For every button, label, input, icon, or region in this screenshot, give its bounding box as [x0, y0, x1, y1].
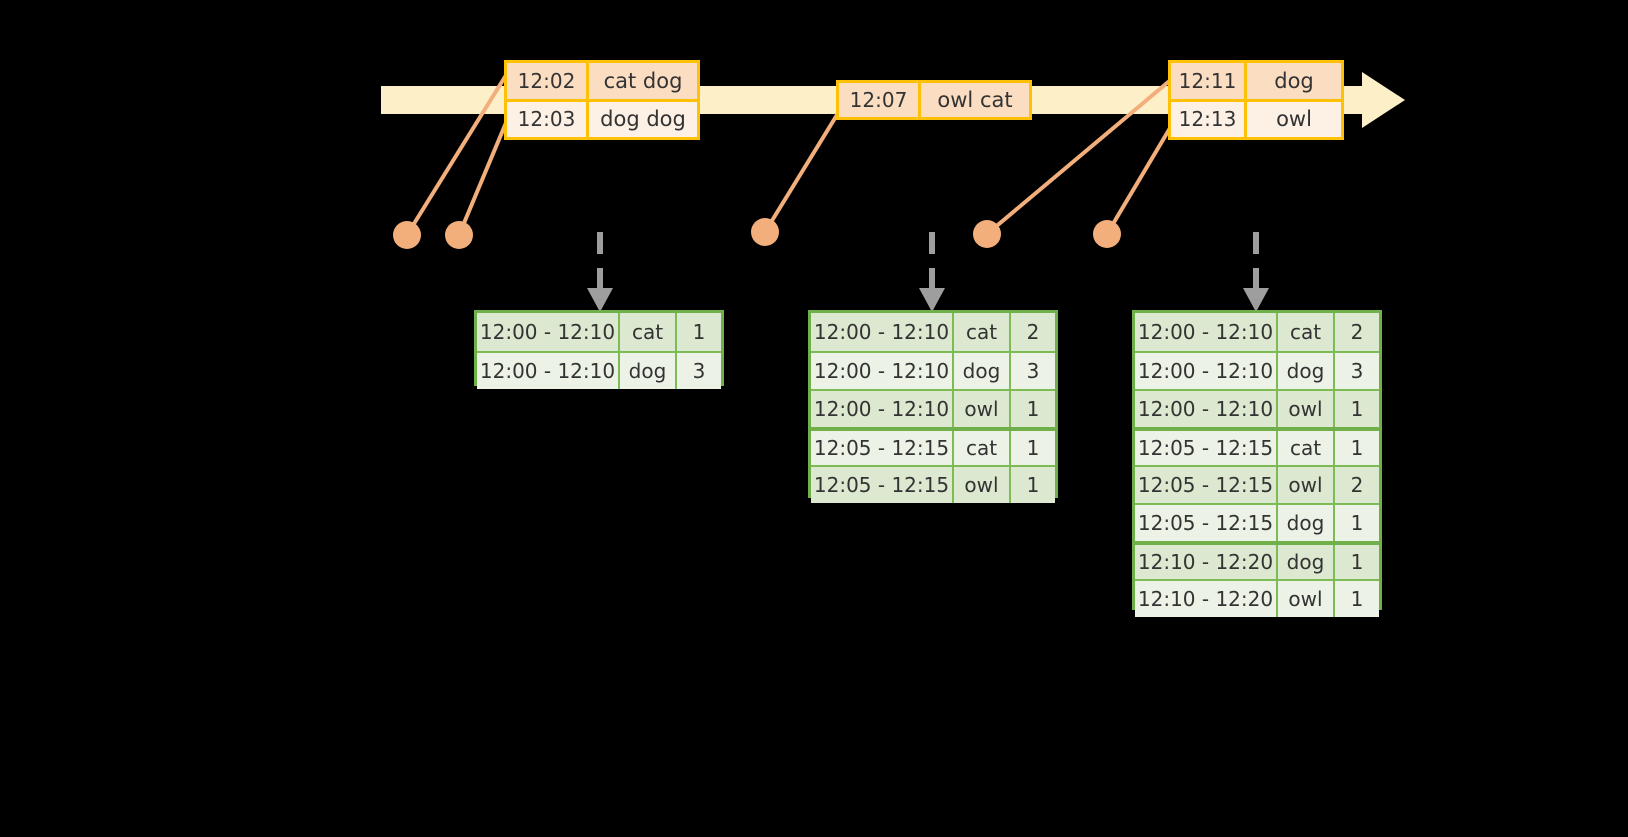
cell-word: owl [954, 391, 1011, 427]
cell-word: dog [954, 353, 1011, 389]
cell-word: dog [620, 353, 677, 389]
cell-word: cat [954, 313, 1011, 351]
cell-word: dog [1278, 505, 1335, 541]
event-row: 12:03 dog dog [507, 98, 697, 137]
event-time: 12:03 [507, 101, 589, 137]
cell-count: 3 [692, 359, 706, 383]
dashed-arrow-3 [1243, 232, 1269, 312]
connector-line-5 [1105, 116, 1178, 236]
cell-count: 1 [1350, 397, 1364, 421]
connector-dot-2 [445, 221, 473, 249]
connector-line-2 [457, 117, 510, 236]
table-row: 12:00 - 12:10 owl 1 [1135, 389, 1379, 427]
connector-dot-5 [1093, 220, 1121, 248]
connector-dot-3 [751, 218, 779, 246]
table-row: 12:00 - 12:10 cat 2 [1135, 313, 1379, 351]
event-time: 12:07 [839, 83, 921, 117]
table-row: 12:05 - 12:15 owl 1 [811, 465, 1055, 503]
event-words: dog dog [600, 107, 686, 132]
table-row: 12:05 - 12:15 cat 1 [1135, 427, 1379, 465]
result-table-3[interactable]: 12:00 - 12:10 cat 2 12:00 - 12:10 dog 3 … [1132, 310, 1382, 617]
cell-count: 3 [1350, 359, 1364, 383]
table-row: 12:00 - 12:10 dog 3 [477, 351, 721, 389]
cell-window: 12:00 - 12:10 [811, 353, 954, 389]
cell-count: 2 [1026, 320, 1040, 344]
table-row: 12:00 - 12:10 owl 1 [811, 389, 1055, 427]
cell-window: 12:05 - 12:15 [1135, 467, 1278, 503]
event-row: 12:11 dog [1171, 63, 1341, 99]
event-words: dog [1274, 68, 1314, 93]
event-row: 12:02 cat dog [507, 63, 697, 99]
cell-word: owl [954, 467, 1011, 503]
cell-window: 12:00 - 12:10 [811, 391, 954, 427]
cell-window: 12:10 - 12:20 [1135, 545, 1278, 579]
connector-line-3 [763, 108, 842, 234]
cell-window: 12:05 - 12:15 [1135, 505, 1278, 541]
cell-count: 3 [1026, 359, 1040, 383]
table-row: 12:05 - 12:15 owl 2 [1135, 465, 1379, 503]
connector-dot-4 [973, 220, 1001, 248]
cell-count: 1 [692, 320, 706, 344]
cell-count: 1 [1026, 397, 1040, 421]
table-row: 12:05 - 12:15 dog 1 [1135, 503, 1379, 541]
event-words: owl cat [937, 88, 1013, 112]
result-table-2[interactable]: 12:00 - 12:10 cat 2 12:00 - 12:10 dog 3 … [808, 310, 1058, 503]
event-time: 12:02 [507, 63, 589, 99]
cell-word: owl [1278, 391, 1335, 427]
cell-window: 12:10 - 12:20 [1135, 581, 1278, 617]
table-row: 12:00 - 12:10 cat 1 [477, 313, 721, 351]
table-row: 12:10 - 12:20 dog 1 [1135, 541, 1379, 579]
event-time: 12:13 [1171, 101, 1247, 137]
result-table-1[interactable]: 12:00 - 12:10 cat 1 12:00 - 12:10 dog 3 [474, 310, 724, 389]
cell-window: 12:05 - 12:15 [811, 431, 954, 465]
event-box-group-3[interactable]: 12:11 dog 12:13 owl [1168, 60, 1344, 140]
table-row: 12:05 - 12:15 cat 1 [811, 427, 1055, 465]
cell-window: 12:05 - 12:15 [1135, 431, 1278, 465]
cell-word: dog [1278, 545, 1335, 579]
cell-word: cat [954, 431, 1011, 465]
event-row: 12:13 owl [1171, 98, 1341, 137]
cell-count: 1 [1026, 473, 1040, 497]
cell-window: 12:00 - 12:10 [1135, 391, 1278, 427]
cell-window: 12:05 - 12:15 [811, 467, 954, 503]
connector-line-1 [405, 70, 510, 237]
cell-count: 1 [1350, 550, 1364, 574]
event-words: owl [1276, 107, 1312, 132]
event-time: 12:11 [1171, 63, 1247, 99]
cell-window: 12:00 - 12:10 [477, 353, 620, 389]
cell-word: dog [1278, 353, 1335, 389]
cell-count: 1 [1350, 587, 1364, 611]
cell-count: 1 [1026, 436, 1040, 460]
dashed-arrow-2 [919, 232, 945, 312]
connector-dot-1 [393, 221, 421, 249]
cell-count: 1 [1350, 511, 1364, 535]
cell-word: cat [620, 313, 677, 351]
timeline-arrowhead [1362, 72, 1405, 128]
cell-word: cat [1278, 431, 1335, 465]
cell-window: 12:00 - 12:10 [811, 313, 954, 351]
cell-window: 12:00 - 12:10 [1135, 353, 1278, 389]
event-words: cat dog [603, 68, 683, 93]
event-box-group-1[interactable]: 12:02 cat dog 12:03 dog dog [504, 60, 700, 140]
event-row: 12:07 owl cat [839, 83, 1029, 117]
cell-count: 2 [1350, 473, 1364, 497]
cell-word: cat [1278, 313, 1335, 351]
table-row: 12:00 - 12:10 cat 2 [811, 313, 1055, 351]
dashed-arrow-1 [587, 232, 613, 312]
event-box-group-2[interactable]: 12:07 owl cat [836, 80, 1032, 120]
cell-word: owl [1278, 467, 1335, 503]
cell-word: owl [1278, 581, 1335, 617]
cell-window: 12:00 - 12:10 [477, 313, 620, 351]
cell-count: 2 [1350, 320, 1364, 344]
table-row: 12:00 - 12:10 dog 3 [811, 351, 1055, 389]
table-row: 12:10 - 12:20 owl 1 [1135, 579, 1379, 617]
cell-window: 12:00 - 12:10 [1135, 313, 1278, 351]
cell-count: 1 [1350, 436, 1364, 460]
table-row: 12:00 - 12:10 dog 3 [1135, 351, 1379, 389]
